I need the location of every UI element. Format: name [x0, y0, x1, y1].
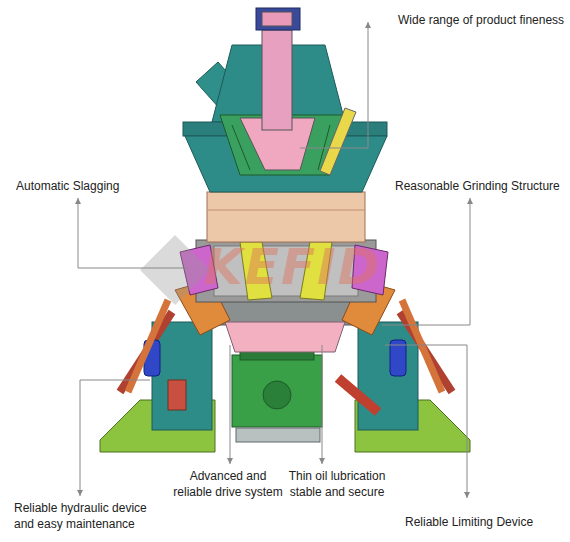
base-plate: [236, 428, 320, 442]
feature-label: Advanced and reliable drive system: [171, 468, 285, 500]
watermark-logo: [140, 235, 210, 305]
mill-body: [207, 192, 365, 242]
left-valve: [168, 380, 186, 410]
gearbox-shaft: [263, 381, 291, 409]
watermark: KEFID: [204, 238, 381, 296]
right-pedestal: [358, 322, 418, 430]
leader-line: [230, 345, 231, 464]
leader-line: [385, 345, 467, 498]
feature-label: Automatic Slagging: [16, 178, 156, 194]
feed-tube: [320, 108, 356, 175]
left-pedestal: [152, 322, 212, 430]
body-seam: [207, 210, 365, 211]
shaft-cap: [256, 8, 300, 30]
limiting-device: [338, 378, 378, 412]
feature-label: Wide range of product fineness: [398, 12, 570, 28]
feature-label: Reasonable Grinding Structure: [395, 178, 570, 194]
right-arm-link: [402, 300, 442, 392]
left-arm-link: [128, 300, 168, 392]
feature-label: Reliable Limiting Device: [405, 514, 565, 530]
grinding-table: [225, 322, 345, 352]
leader-line: [322, 345, 323, 464]
feature-label: Reliable hydraulic device and easy maint…: [14, 500, 164, 532]
shaft-top: [262, 12, 292, 26]
leader-line: [300, 22, 368, 148]
leader-line: [382, 198, 470, 325]
separator-shaft: [262, 30, 292, 130]
gearbox: [232, 355, 322, 427]
leader-line: [80, 380, 150, 496]
feature-label: Thin oil lubrication stable and secure: [278, 468, 396, 500]
leader-line: [78, 198, 188, 268]
